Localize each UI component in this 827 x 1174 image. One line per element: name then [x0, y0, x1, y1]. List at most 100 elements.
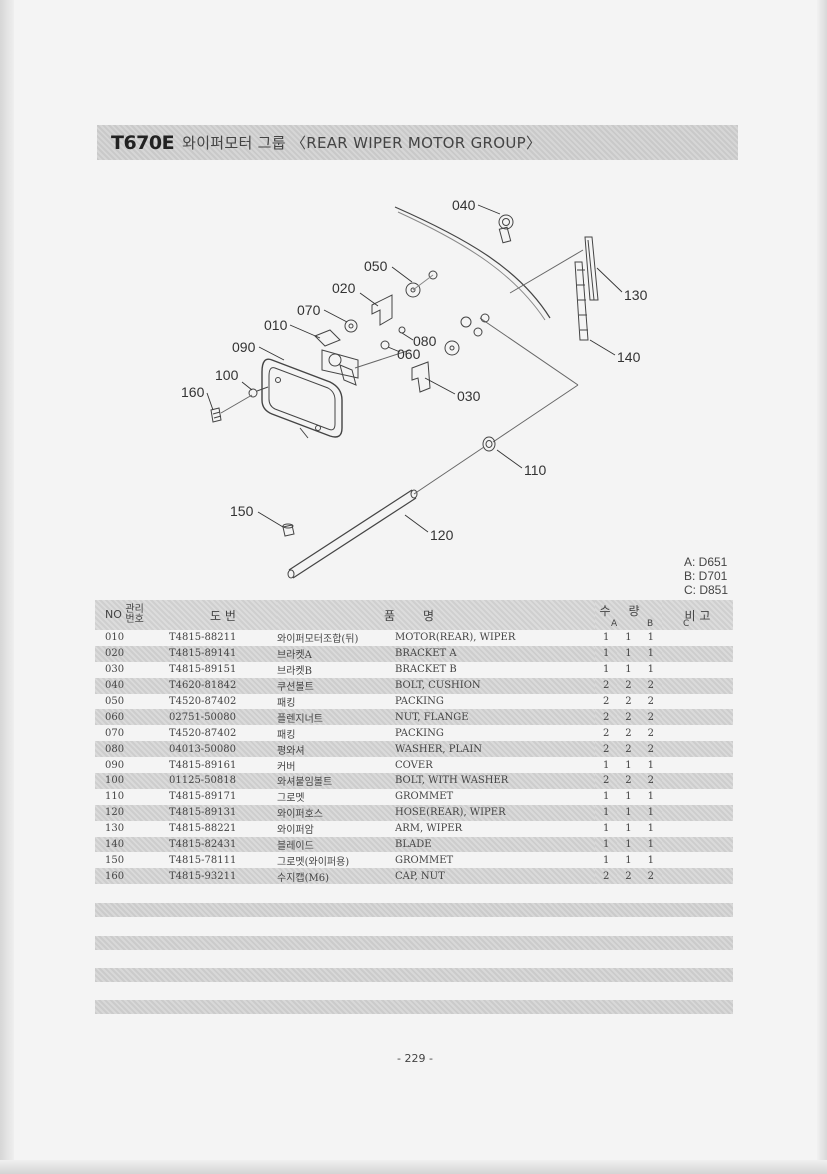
model-b: B: D701 — [684, 569, 728, 583]
cell-qty-a: 1 — [595, 836, 618, 853]
cell-part-number: T4815-93211 — [169, 868, 277, 885]
cell-no: 090 — [105, 759, 125, 771]
cell-qty-c: 1 — [639, 836, 662, 853]
cell-no: 060 — [95, 709, 169, 726]
page-edge-left — [0, 0, 14, 1174]
cell-qty-a: 1 — [602, 632, 610, 644]
wiper-blade-part — [574, 261, 589, 341]
exploded-parts-diagram: 040 050 020 070 010 080 090 060 100 160 … — [181, 197, 648, 579]
cell-part-number: 01125-50818 — [169, 773, 277, 789]
cell-remarks — [662, 868, 733, 885]
page-edge-bottom — [0, 1160, 827, 1174]
cell-korean-name: 패킹 — [277, 729, 296, 741]
blank-row-1 — [95, 903, 733, 917]
callout-070: 070 — [297, 302, 321, 318]
cell-qty-b: 2 — [617, 677, 640, 694]
cell-qty-c: 1 — [647, 791, 655, 803]
cell-english-name: HOSE(REAR), WIPER — [395, 804, 595, 821]
body-panel-edge-inner — [397, 211, 546, 321]
cell-qty-c: 1 — [647, 759, 655, 771]
cell-qty-b: 1 — [625, 823, 632, 835]
cell-no: 080 — [95, 741, 169, 758]
blank-row-3 — [95, 968, 733, 982]
cell-qty-c: 1 — [647, 854, 655, 866]
cell-qty-b: 2 — [625, 727, 632, 739]
cell-remarks — [662, 821, 733, 837]
cell-remarks — [662, 836, 733, 853]
cell-no: 120 — [95, 804, 169, 821]
cell-no: 030 — [105, 664, 125, 676]
cell-korean-name: 브라켓A — [277, 645, 395, 662]
cell-part-number: T4815-78111 — [169, 854, 237, 866]
cell-english-name: ARM, WIPER — [395, 823, 463, 835]
cell-qty-a: 1 — [595, 645, 618, 662]
cell-qty-c: 1 — [647, 823, 655, 835]
cell-part-number: 04013-50080 — [169, 741, 277, 758]
cell-qty-b: 2 — [625, 696, 632, 707]
cell-remarks — [662, 662, 733, 678]
cell-no: 150 — [105, 854, 125, 866]
callout-060: 060 — [397, 346, 421, 362]
cell-qty-c: 2 — [639, 773, 662, 789]
cell-no: 110 — [105, 791, 125, 803]
cell-korean-name: 그로멧(와이퍼용) — [277, 856, 350, 868]
cell-no: 070 — [105, 727, 125, 739]
callout-010: 010 — [264, 317, 288, 333]
model-legend: A: D651 B: D701 C: D851 — [684, 555, 744, 597]
blank-row-4 — [95, 1000, 733, 1014]
wiper-arm-part — [584, 236, 599, 301]
cell-no: 050 — [105, 696, 125, 707]
callout-150: 150 — [230, 503, 254, 519]
cell-english-name: BLADE — [395, 836, 595, 853]
cell-english-name: BRACKET A — [395, 645, 595, 662]
nut-cap-part — [210, 407, 222, 423]
cell-qty-a: 1 — [595, 804, 618, 821]
cushion-bolt-part — [498, 214, 514, 244]
callout-050: 050 — [364, 258, 388, 274]
packing-050-part — [405, 270, 438, 298]
cell-qty-b: 2 — [617, 709, 640, 726]
cell-remarks — [662, 677, 733, 694]
grommet-150-part — [282, 523, 295, 537]
cell-qty-c: 2 — [639, 868, 662, 885]
cell-qty-a: 1 — [602, 759, 610, 771]
cell-part-number: T4815-89131 — [169, 804, 277, 821]
cell-remarks — [662, 630, 733, 646]
cell-korean-name: 패킹 — [277, 698, 296, 709]
callout-040: 040 — [452, 197, 476, 213]
cell-korean-name: 평와셔 — [277, 741, 395, 758]
cell-remarks — [662, 804, 733, 821]
callout-090: 090 — [232, 339, 256, 355]
cell-qty-c: 2 — [647, 727, 655, 739]
cell-korean-name: 쿠션볼트 — [277, 677, 395, 694]
cell-qty-b: 2 — [617, 741, 640, 758]
header-no-label: NO — [105, 608, 122, 621]
cell-qty-b: 1 — [625, 791, 632, 803]
section-code: T670E — [111, 131, 175, 154]
cell-english-name: BRACKET B — [395, 664, 457, 676]
header-mgmt-label: 관리번호 — [125, 604, 144, 625]
cell-english-name: NUT, FLANGE — [395, 709, 595, 726]
cell-qty-a: 1 — [602, 823, 610, 835]
cell-part-number: 02751-50080 — [169, 709, 277, 726]
cell-qty-a: 2 — [595, 677, 618, 694]
cell-korean-name: 와이퍼암 — [277, 825, 314, 837]
cell-english-name: PACKING — [395, 727, 444, 739]
cell-part-number: T4520-87402 — [169, 727, 237, 739]
cell-english-name: CAP, NUT — [395, 868, 595, 885]
grommet-110-part — [482, 436, 496, 452]
cell-korean-name: 와이퍼호스 — [277, 804, 395, 821]
diagram-svg: 040 050 020 070 010 080 090 060 100 160 … — [181, 197, 648, 579]
cell-korean-name: 커버 — [277, 761, 296, 773]
